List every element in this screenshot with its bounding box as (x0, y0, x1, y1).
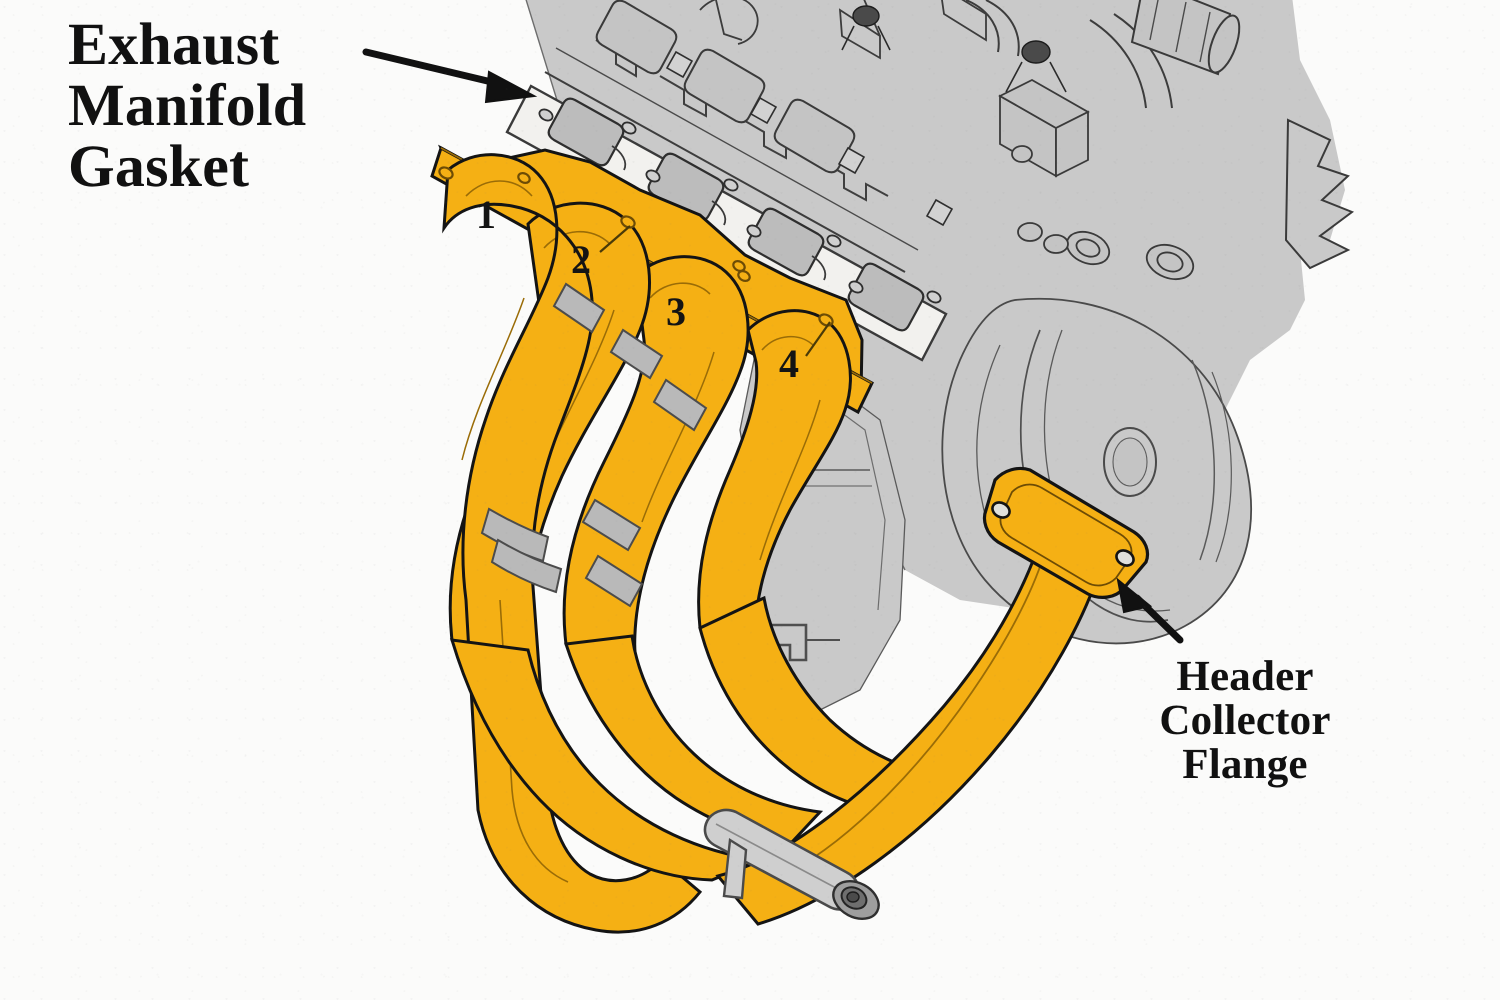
cylinder-head-detail (544, 0, 1355, 281)
label-header-collector-flange: Header Collector Flange (1159, 653, 1331, 788)
label-exhaust-manifold-gasket: Exhaust Manifold Gasket (68, 11, 307, 200)
header-collector-flange-part (982, 466, 1150, 599)
head-studs (665, 50, 954, 227)
arrow-to-gasket (362, 48, 538, 104)
runner-number-leaders (599, 225, 831, 357)
head-bolts (852, 5, 1051, 64)
runner-number-labels: 1 2 3 4 (476, 192, 799, 386)
runner-number-1: 1 (476, 192, 496, 237)
gasket-bolt-holes (538, 108, 942, 304)
leader-line-4 (805, 321, 831, 357)
runner-number-3: 3 (666, 289, 686, 334)
runner-number-4: 4 (779, 341, 799, 386)
support-bracket (703, 808, 880, 920)
tube-clamp-bands (480, 282, 708, 608)
bellhousing (941, 297, 1253, 645)
runner-number-2: 2 (571, 237, 591, 282)
header-flange-bolt-holes (438, 166, 834, 327)
bracket-bolt (832, 880, 880, 920)
exhaust-manifold-gasket-part (505, 84, 948, 362)
leader-line-2 (599, 225, 631, 253)
exhaust-header (430, 144, 1150, 934)
arrow-to-collector-flange (1116, 577, 1184, 644)
